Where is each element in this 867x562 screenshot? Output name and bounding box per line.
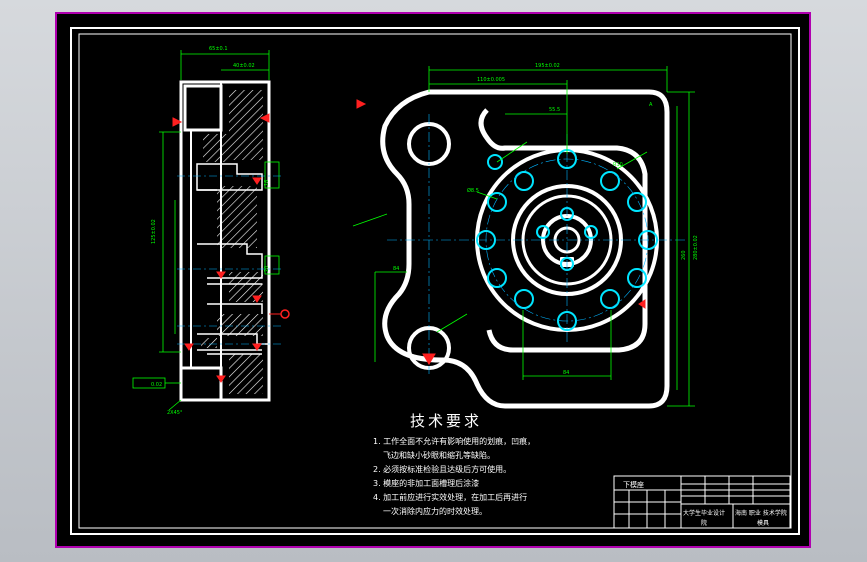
title-block — [613, 475, 791, 529]
dim-hole-spacing: 110±0.005 — [477, 77, 505, 83]
dim-top-overall: 195±0.02 — [535, 63, 560, 69]
note-line-1: 1. 工作全面不允许有影响使用的划痕，凹痕， — [373, 437, 536, 446]
cad-drawing: 65±0.1 40±0.02 125±0.02 16 20 0.02 2X45° — [70, 27, 800, 535]
title-school-right-2: 模具 — [757, 520, 770, 527]
dim-right-height: 260 — [681, 250, 687, 260]
notes-title: 技术要求 — [410, 412, 483, 430]
title-part-name: 下模座 — [623, 481, 644, 489]
dim-left-height: 125±0.02 — [151, 219, 157, 244]
dim-tol-box: 0.02 — [151, 382, 162, 388]
side-annotations — [172, 113, 290, 383]
dim-angle-a: Ø8.5 — [467, 187, 479, 194]
top-view-centerlines — [387, 114, 687, 374]
side-view — [179, 80, 271, 402]
side-pocket-bottom — [179, 366, 223, 402]
dim-bottom-84: 84 — [563, 370, 569, 376]
note-line-3: 2. 必须按标准检验且达级后方可使用。 — [373, 465, 512, 474]
inner-frame — [70, 27, 800, 535]
top-view-dimensions — [352, 66, 695, 407]
title-school-left: 大学生毕业设计 — [683, 510, 726, 517]
side-dimensions — [132, 50, 280, 411]
drawing-sheet: 65±0.1 40±0.02 125±0.02 16 20 0.02 2X45° — [55, 12, 811, 548]
bolt-holes — [476, 149, 658, 331]
dim-angle-b: R10 — [613, 162, 623, 168]
top-dim-labels: 195±0.02 110±0.005 55.5 260 280±0.02 84 … — [393, 63, 699, 376]
note-line-2: 飞边和缺小砂眼和缩孔等缺陷。 — [383, 451, 495, 460]
side-pocket-top — [183, 84, 223, 132]
dim-chamfer: 2X45° — [167, 410, 183, 416]
note-line-4: 3. 模座的非加工面槽理后涂漆 — [373, 479, 480, 488]
dim-side-width: 65±0.1 — [209, 46, 228, 52]
note-line-5: 4. 加工前应进行实效处理，在加工后再进行 — [373, 493, 528, 502]
side-internal-lines — [196, 163, 269, 355]
title-school-right: 海南 职业 技术学院 — [735, 510, 787, 517]
title-school-left-2: 院 — [701, 520, 708, 527]
dim-ref-a: A — [649, 102, 653, 108]
dim-right-height-b: 280±0.02 — [693, 235, 699, 260]
top-view-annotations — [356, 99, 646, 365]
note-line-6: 一次消除内应力的时效处理。 — [383, 507, 487, 516]
dim-small-20: 20 — [264, 266, 270, 272]
side-dim-labels: 65±0.1 40±0.02 125±0.02 16 20 0.02 2X45° — [151, 46, 270, 416]
dim-side-sub: 40±0.02 — [233, 63, 255, 69]
dim-bottom-small: 84 — [393, 266, 399, 272]
drawing-border — [78, 33, 792, 529]
dim-inner-offset: 55.5 — [549, 107, 560, 113]
side-hatching — [201, 90, 263, 394]
side-outline — [179, 80, 271, 402]
dim-small-16: 16 — [264, 180, 270, 186]
side-centerlines — [177, 175, 281, 345]
